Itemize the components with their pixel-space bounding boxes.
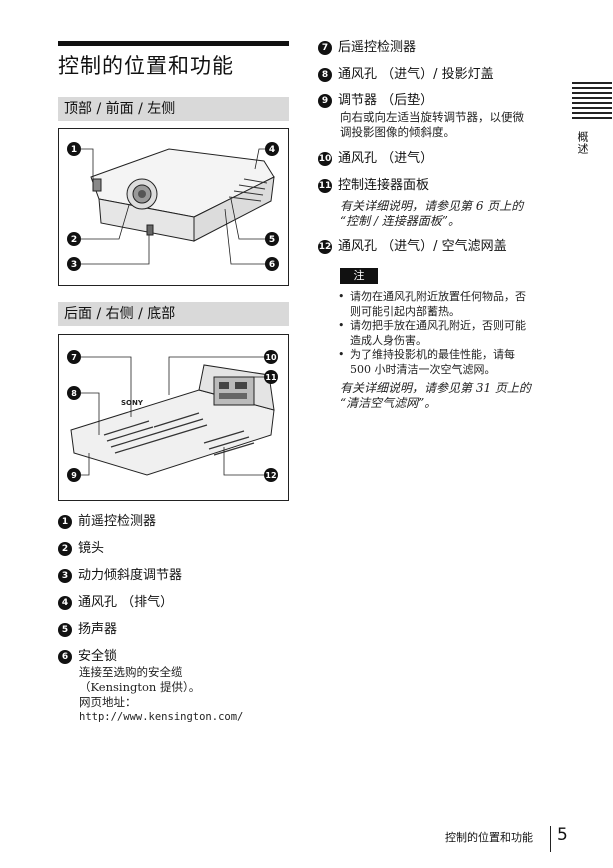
callout-1 [67, 142, 81, 156]
number-badge: 2 [58, 541, 72, 556]
note-line: 请勿把手放在通风孔附近，否则可能 [350, 319, 526, 332]
side-tab-label: 概述 [576, 131, 589, 155]
list-item-3: 3 动力倾斜度调节器 [58, 568, 182, 584]
list-item-1: 1 前遥控检测器 [58, 514, 156, 530]
ref-line: 有关详细说明，请参见第 6 页上的 [340, 199, 524, 213]
callout-11 [264, 370, 278, 384]
note-bullet-1: • 请勿在通风孔附近放置任何物品，否 则可能引起内部蓄热。 [338, 290, 526, 318]
ref-line: “清洁空气滤网”。 [340, 396, 437, 410]
callout-12 [264, 468, 278, 482]
item-6-description: 连接至选购的安全缆 （Kensington 提供）。 网页地址： http://… [79, 665, 243, 725]
callout-5 [265, 232, 279, 246]
callout-6-text: 6 [269, 260, 275, 270]
item-label: 通风孔 （进气）/ 空气滤网盖 [338, 239, 507, 254]
callout-7 [67, 350, 81, 364]
projector-bottom-illustration: SONY 7 8 9 10 11 12 [67, 350, 278, 482]
callout-5-text: 5 [269, 235, 275, 245]
callout-6 [265, 257, 279, 271]
list-item-2: 2 镜头 [58, 541, 104, 557]
item-label: 控制连接器面板 [338, 178, 430, 193]
list-item-10: 10 通风孔 （进气） [318, 151, 433, 167]
projector-front-illustration: 1 2 3 4 5 6 [67, 142, 279, 271]
number-badge: 9 [318, 93, 332, 108]
note-bullet-3: • 为了维持投影机的最佳性能，请每 500 小时清洁一次空气滤网。 [338, 348, 515, 376]
section-heading-back: 后面 / 右侧 / 底部 [58, 302, 289, 326]
callout-3-text: 3 [71, 260, 77, 270]
callout-9-text: 9 [71, 471, 77, 480]
item-label: 前遥控检测器 [78, 514, 157, 529]
note-line: 则可能引起内部蓄热。 [350, 305, 460, 318]
number-badge: 3 [58, 568, 72, 583]
note-line: 造成人身伤害。 [350, 334, 427, 347]
note-reference: 有关详细说明，请参见第 31 页上的 “清洁空气滤网”。 [340, 381, 531, 411]
item-label: 通风孔 （进气）/ 投影灯盖 [338, 67, 494, 82]
ref-line: 有关详细说明，请参见第 31 页上的 [340, 381, 531, 395]
footer-section-title: 控制的位置和功能 [445, 831, 533, 844]
callout-7-text: 7 [71, 353, 77, 362]
callout-1-text: 1 [71, 145, 77, 155]
callout-8 [67, 386, 81, 400]
footer-divider [550, 826, 551, 852]
desc-line: 连接至选购的安全缆 [79, 665, 183, 679]
page-title: 控制的位置和功能 [58, 54, 234, 78]
callout-2 [67, 232, 81, 246]
item-label: 调节器 （后垫） [338, 93, 434, 108]
item-11-reference: 有关详细说明，请参见第 6 页上的 “控制 / 连接器面板”。 [340, 199, 523, 229]
callout-12-text: 12 [265, 471, 276, 480]
desc-line: 向右或向左适当旋转调节器，以便微 [340, 110, 524, 124]
list-item-7: 7 后遥控检测器 [318, 40, 416, 56]
number-badge: 1 [58, 514, 72, 529]
number-badge: 11 [318, 178, 332, 193]
note-line: 为了维持投影机的最佳性能，请每 [350, 348, 515, 361]
item-label: 扬声器 [78, 622, 118, 637]
item-label: 安全锁 [78, 649, 118, 664]
figure-top-front-left: 1 2 3 4 5 6 [58, 128, 289, 286]
list-item-6: 6 安全锁 [58, 649, 117, 665]
figure-back-right-bottom: SONY 7 8 9 10 11 12 [58, 334, 289, 501]
number-badge: 8 [318, 67, 332, 82]
number-badge: 10 [318, 151, 332, 166]
list-item-5: 5 扬声器 [58, 622, 117, 638]
kensington-url: http://www.kensington.com/ [79, 711, 244, 723]
list-item-9: 9 调节器 （后垫） [318, 93, 433, 109]
item-label: 通风孔 （进气） [338, 151, 434, 166]
callout-11-text: 11 [265, 373, 277, 382]
callout-10 [264, 350, 278, 364]
note-line: 500 小时清洁一次空气滤网。 [350, 363, 496, 376]
title-rule [58, 41, 289, 46]
note-badge: 注 [340, 268, 378, 284]
callout-2-text: 2 [71, 235, 77, 245]
number-badge: 7 [318, 40, 332, 55]
ref-line: “控制 / 连接器面板”。 [340, 214, 460, 228]
page-number: 5 [557, 825, 568, 845]
desc-line: （Kensington 提供）。 [79, 680, 201, 694]
list-item-11: 11 控制连接器面板 [318, 178, 429, 194]
callout-9 [67, 468, 81, 482]
item-label: 后遥控检测器 [338, 40, 417, 55]
number-badge: 12 [318, 239, 332, 254]
item-label: 镜头 [78, 541, 105, 556]
callout-10-text: 10 [265, 353, 277, 362]
list-item-12: 12 通风孔 （进气）/ 空气滤网盖 [318, 239, 507, 255]
number-badge: 5 [58, 622, 72, 637]
callout-4 [265, 142, 279, 156]
brand-logo-text: SONY [121, 399, 144, 407]
section-heading-top: 顶部 / 前面 / 左侧 [58, 97, 289, 121]
callout-3 [67, 257, 81, 271]
callout-4-text: 4 [269, 145, 275, 155]
number-badge: 4 [58, 595, 72, 610]
callout-8-text: 8 [71, 389, 77, 398]
note-line: 请勿在通风孔附近放置任何物品，否 [350, 290, 526, 303]
desc-line: 调投影图像的倾斜度。 [340, 125, 455, 139]
side-tab-rules [572, 82, 612, 122]
item-label: 动力倾斜度调节器 [78, 568, 183, 583]
list-item-8: 8 通风孔 （进气）/ 投影灯盖 [318, 67, 494, 83]
note-bullet-2: • 请勿把手放在通风孔附近，否则可能 造成人身伤害。 [338, 319, 526, 347]
item-label: 通风孔 （排气） [78, 595, 174, 610]
item-9-description: 向右或向左适当旋转调节器，以便微 调投影图像的倾斜度。 [340, 110, 524, 140]
number-badge: 6 [58, 649, 72, 664]
desc-line: 网页地址： [79, 695, 137, 709]
list-item-4: 4 通风孔 （排气） [58, 595, 173, 611]
